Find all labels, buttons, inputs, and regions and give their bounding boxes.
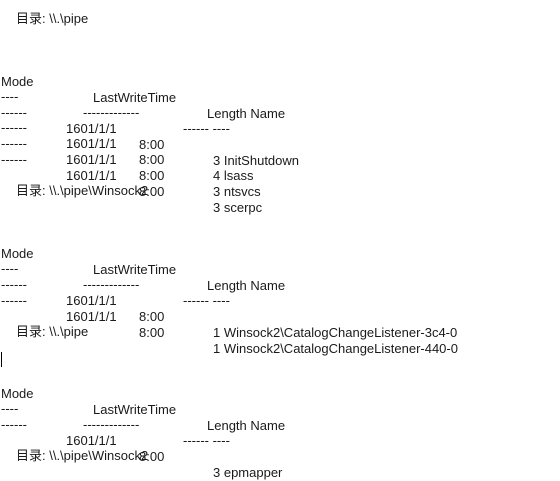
date-cell: 1601/1/1 xyxy=(66,293,117,308)
column-header-row: Mode LastWriteTime Length Name xyxy=(0,230,560,293)
date-cell: 1601/1/1 xyxy=(66,152,117,167)
column-header-row: Mode LastWriteTime Length Name xyxy=(0,370,560,433)
time-cell: 8:00 xyxy=(139,449,165,464)
directory-header: 目录: \\.\pipe\Winsock2 xyxy=(16,183,149,198)
table-row: ------ 1601/1/1 8:00 1 Winsock2\CatalogC… xyxy=(0,277,560,356)
table-row: ------ 1601/1/1 8:00 4 lsass xyxy=(0,104,560,183)
time-cell: 8:00 xyxy=(139,168,165,183)
length-name-cell: 1 Winsock2\CatalogChangeListener-3c4-0 xyxy=(213,325,458,340)
mode-header: Mode xyxy=(1,386,34,401)
mode-cell: ------ xyxy=(1,136,27,151)
lastwritetime-header: LastWriteTime xyxy=(93,402,177,417)
length-name-cell: 4 lsass xyxy=(213,168,254,183)
date-cell: 1601/1/1 xyxy=(66,309,117,324)
length-name-cell: 3 InitShutdown xyxy=(213,153,300,168)
mode-cell: ------ xyxy=(1,120,27,135)
length-name-header: Length Name xyxy=(207,418,286,433)
mode-header: Mode xyxy=(1,246,34,261)
separator-row: ---- ------------- ------ ---- xyxy=(0,245,560,308)
directory-header: 目录: \\.\pipe xyxy=(16,11,89,26)
length-name-cell: 3 ntsvcs xyxy=(213,184,261,199)
time-cell: 8:00 xyxy=(139,137,165,152)
lastwritetime-separator: ------------- xyxy=(83,277,140,292)
lastwritetime-header: LastWriteTime xyxy=(93,262,177,277)
table-row: ------ 1601/1/1 8:00 3 epmapper xyxy=(0,401,560,480)
mode-cell: ------ xyxy=(1,105,27,120)
date-cell: 1601/1/1 xyxy=(66,121,117,136)
lastwritetime-separator: ------------- xyxy=(83,417,140,432)
mode-cell: ------ xyxy=(1,417,27,432)
date-cell: 1601/1/1 xyxy=(66,433,117,448)
lastwritetime-separator: ------------- xyxy=(83,105,140,120)
table-row: ------ 1601/1/1 8:00 1 Winsock2\CatalogC… xyxy=(0,261,560,340)
time-cell: 8:00 xyxy=(139,325,165,340)
date-cell: 1601/1/1 xyxy=(66,168,117,183)
table-row: ------ 1601/1/1 8:00 3 InitShutdown xyxy=(0,89,560,168)
length-name-cell: 3 scerpc xyxy=(213,200,263,215)
mode-separator: ---- xyxy=(1,89,19,104)
mode-cell: ------ xyxy=(1,277,27,292)
time-cell: 8:00 xyxy=(139,152,165,167)
length-name-separator: ------ ---- xyxy=(183,293,230,308)
length-name-separator: ------ ---- xyxy=(183,121,230,136)
length-name-separator: ------ ---- xyxy=(183,433,230,448)
text-cursor xyxy=(1,352,2,367)
directory-header: 目录: \\.\pipe xyxy=(16,324,89,339)
table-row: ------ 1601/1/1 8:00 3 ntsvcs xyxy=(0,120,560,199)
mode-cell: ------ xyxy=(1,152,27,167)
length-name-header: Length Name xyxy=(207,106,286,121)
time-cell: 8:00 xyxy=(139,184,165,199)
mode-separator: ---- xyxy=(1,261,19,276)
separator-row: ---- ------------- ------ ---- xyxy=(0,385,560,448)
directory-header: 目录: \\.\pipe\Winsock2 xyxy=(16,448,149,463)
length-name-cell: 3 epmapper xyxy=(213,465,283,480)
mode-cell: ------ xyxy=(1,293,27,308)
date-cell: 1601/1/1 xyxy=(66,136,117,151)
table-row: ------ 1601/1/1 8:00 3 scerpc xyxy=(0,136,560,215)
time-cell: 8:00 xyxy=(139,309,165,324)
mode-header: Mode xyxy=(1,74,34,89)
length-name-header: Length Name xyxy=(207,278,286,293)
column-header-row: Mode LastWriteTime Length Name xyxy=(0,58,560,121)
separator-row: ---- ------------- ------ ---- xyxy=(0,73,560,136)
lastwritetime-header: LastWriteTime xyxy=(93,90,177,105)
length-name-cell: 1 Winsock2\CatalogChangeListener-440-0 xyxy=(213,341,458,356)
mode-separator: ---- xyxy=(1,401,19,416)
